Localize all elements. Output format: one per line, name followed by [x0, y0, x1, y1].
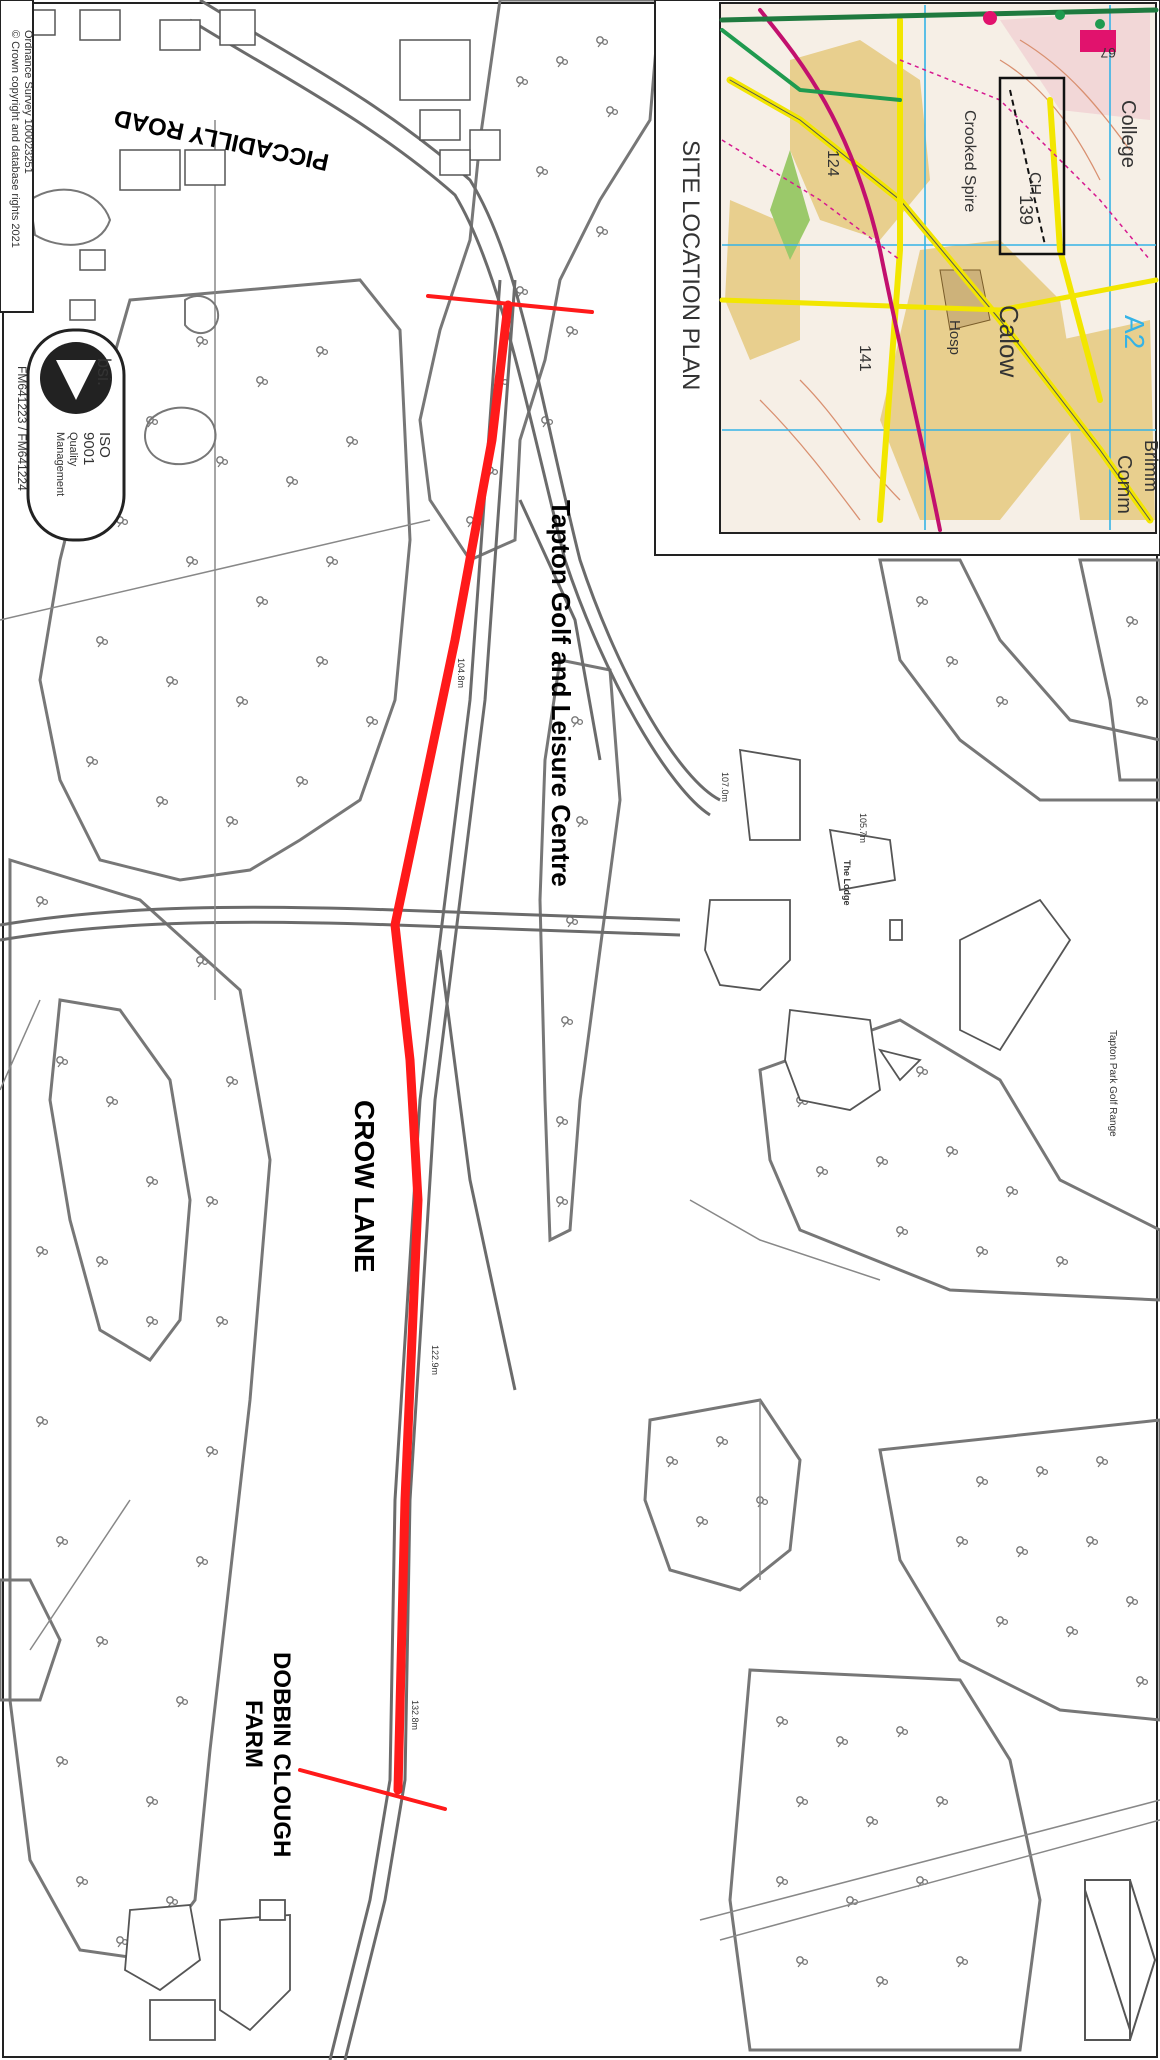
- inset-site-box: [998, 76, 1066, 256]
- inset-139: 139: [1016, 195, 1036, 225]
- inset-college: College: [1117, 100, 1139, 168]
- bsi-quality: Quality: [67, 432, 79, 467]
- field-boundaries: [0, 120, 1160, 1941]
- minor-labels: Tapton Park Golf Range The Lodge: [842, 860, 1118, 1137]
- bsi-management: Management: [54, 432, 66, 496]
- spot-height-4: 132.8m: [410, 1700, 420, 1730]
- tapton-label: Tapton Golf and Leisure Centre: [546, 500, 576, 887]
- inset-crooked: Crooked Spire: [961, 110, 978, 212]
- spot-height-1: 104.8m: [456, 658, 466, 688]
- spot-height-3: 122.9m: [430, 1345, 440, 1375]
- inset-hosp: Hosp: [946, 320, 963, 355]
- bsi-iso: ISO: [96, 432, 113, 458]
- farm-buildings: [124, 1899, 291, 2041]
- bsi-brand: bsi.: [94, 358, 114, 386]
- inset-ch: CH: [1026, 172, 1043, 195]
- spot-height-5: 105.7m: [858, 813, 868, 843]
- roads: [0, 0, 721, 2060]
- inset-a2: A2: [1119, 315, 1150, 349]
- copyright-line1: © Crown copyright and database rights 20…: [9, 30, 21, 248]
- main-labels: Tapton Golf and Leisure Centre CROW LANE…: [112, 104, 576, 1858]
- lodge-label: The Lodge: [842, 860, 852, 906]
- north-arrow-icon: [1084, 1879, 1157, 2041]
- inset-comm: Comm: [1113, 455, 1135, 514]
- inset-location-plan: SITE LOCATION PLAN: [654, 0, 1160, 556]
- copyright-box: © Crown copyright and database rights 20…: [0, 0, 34, 313]
- spot-heights: 104.8m 107.0m 122.9m 132.8m 105.7m: [410, 658, 868, 1730]
- inset-brimm: Brimm: [1141, 440, 1160, 492]
- ponds: [28, 188, 220, 466]
- inset-124: 124: [824, 150, 841, 177]
- housing-buildings: [29, 9, 501, 321]
- bsi-codes: FM641223 / FM641224: [15, 366, 29, 491]
- farm-label-line2: FARM: [240, 1700, 267, 1768]
- inset-67: 67: [1100, 45, 1116, 61]
- site-boundary-line: [298, 294, 594, 1811]
- club-buildings: [704, 748, 1072, 1111]
- crow-lane-label: CROW LANE: [349, 1100, 380, 1273]
- bsi-badge: bsi. ISO 9001 Quality Management FM64122…: [15, 328, 126, 542]
- copyright-line2: Ordnance Survey 100023251: [22, 30, 34, 174]
- golf-range-label: Tapton Park Golf Range: [1107, 1030, 1118, 1137]
- bsi-number: 9001: [80, 432, 97, 465]
- inset-calow: Calow: [994, 305, 1024, 377]
- spot-height-2: 107.0m: [720, 772, 730, 802]
- inset-title: SITE LOCATION PLAN: [677, 140, 704, 390]
- farm-label-line1: DOBBIN CLOUGH: [268, 1652, 295, 1857]
- inset-141: 141: [856, 345, 873, 372]
